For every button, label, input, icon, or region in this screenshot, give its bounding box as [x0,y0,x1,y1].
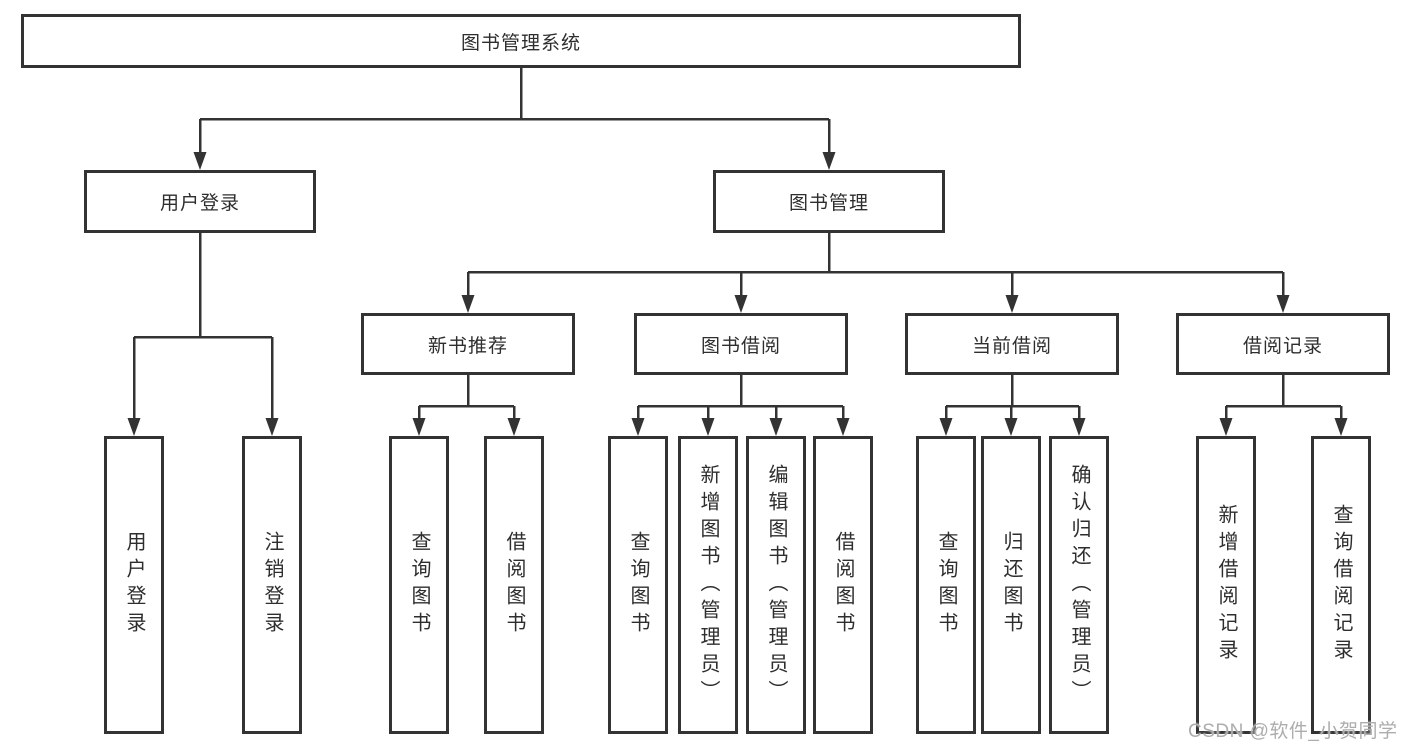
arrowhead [1276,295,1290,313]
leaf-query-borrow-record: 查询借阅记录 [1311,436,1371,734]
arrowhead [1072,418,1086,436]
leaf-logout-login: 注销登录 [242,436,302,734]
arrowhead [701,418,715,436]
arrowhead [822,152,836,170]
arrowhead [939,418,953,436]
arrowhead [836,418,850,436]
leaf-query-books-recommend: 查询图书 [389,436,449,734]
node-book-borrow: 图书借阅 [634,313,848,375]
leaf-borrow-books: 借阅图书 [813,436,873,734]
leaf-add-book-admin: 新增图书（管理员） [678,436,738,734]
arrowhead [1334,418,1348,436]
arrowhead [461,295,475,313]
node-new-book-recommend: 新书推荐 [361,313,575,375]
arrowhead [265,418,279,436]
arrowhead [1005,295,1019,313]
arrowhead [127,418,141,436]
node-borrow-records: 借阅记录 [1176,313,1390,375]
arrowhead [412,418,426,436]
leaf-query-books-current: 查询图书 [916,436,976,734]
arrowhead [769,418,783,436]
leaf-query-books-borrow: 查询图书 [608,436,668,734]
leaf-confirm-return-admin: 确认归还（管理员） [1049,436,1109,734]
csdn-watermark: CSDN @软件_小贺同学 [1188,721,1398,742]
node-system-root: 图书管理系统 [21,14,1021,68]
node-book-management: 图书管理 [713,170,945,233]
leaf-user-login: 用户登录 [104,436,164,734]
arrowhead [734,295,748,313]
arrowhead [507,418,521,436]
leaf-edit-book-admin: 编辑图书（管理员） [746,436,806,734]
node-user-login: 用户登录 [84,170,316,233]
arrowhead [631,418,645,436]
arrowhead [1219,418,1233,436]
leaf-return-books: 归还图书 [981,436,1041,734]
arrowhead [193,152,207,170]
arrowhead [1004,418,1018,436]
leaf-add-borrow-record: 新增借阅记录 [1196,436,1256,734]
node-current-borrow: 当前借阅 [905,313,1119,375]
leaf-borrow-books-recommend: 借阅图书 [484,436,544,734]
